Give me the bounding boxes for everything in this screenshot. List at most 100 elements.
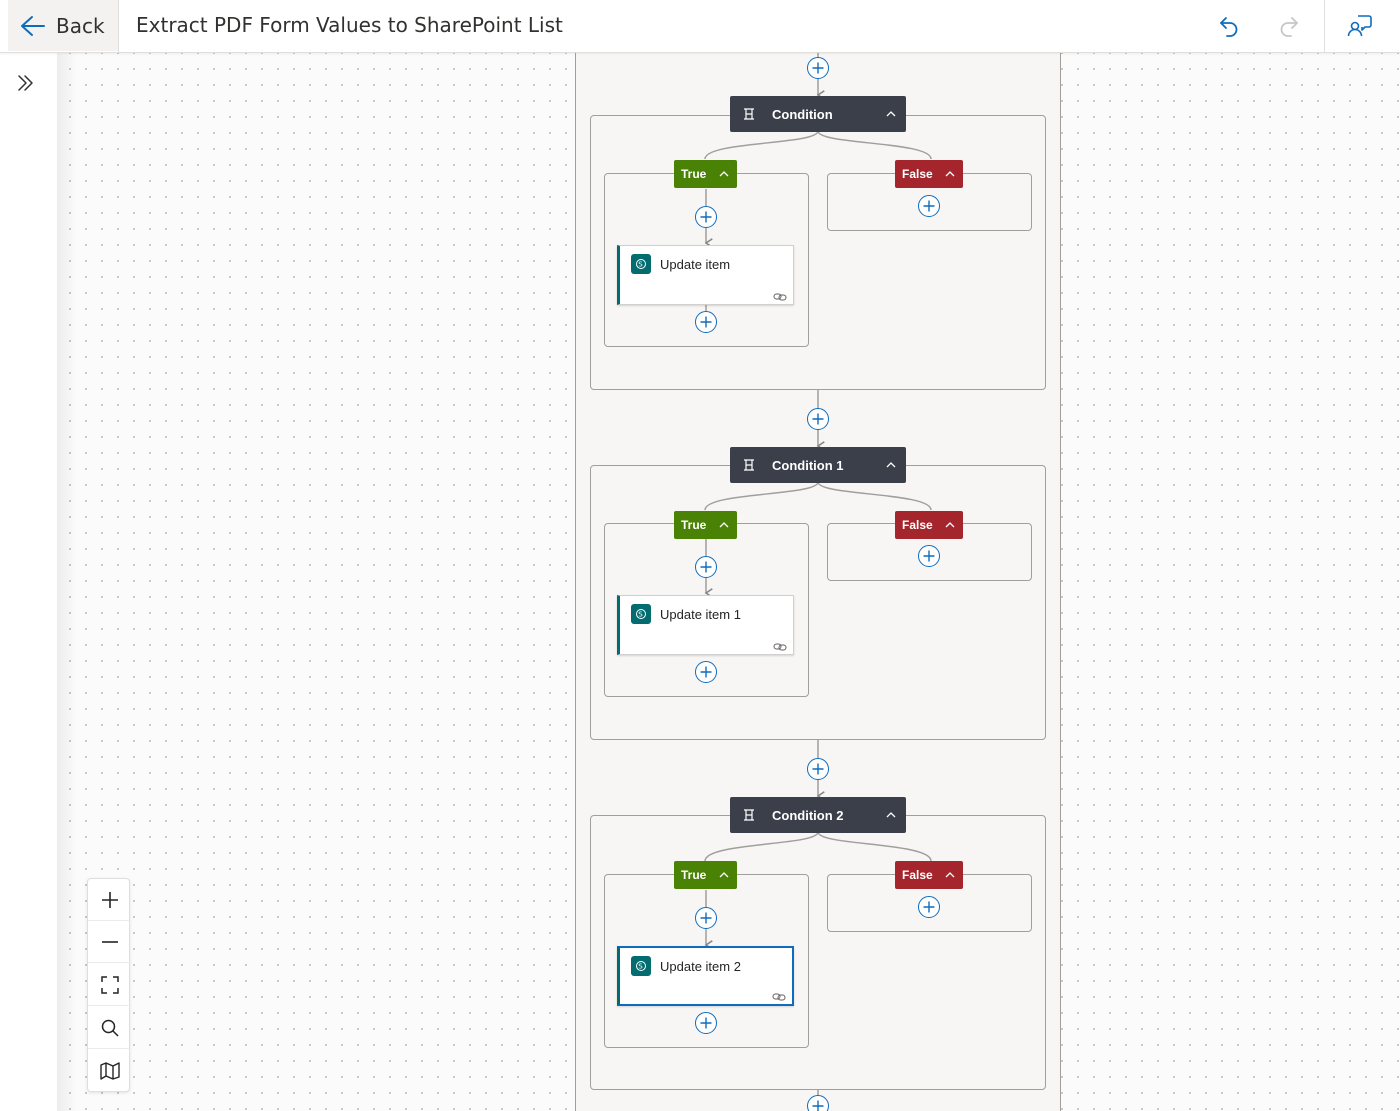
chevron-up-icon[interactable]: [884, 107, 898, 121]
search-icon: [100, 1018, 120, 1038]
zoom-out-icon: [100, 932, 120, 952]
condition-header[interactable]: Condition: [730, 96, 906, 132]
add-action-button[interactable]: [695, 206, 717, 228]
plus-icon: [700, 561, 712, 573]
back-label: Back: [56, 13, 105, 38]
true-label: True: [681, 518, 707, 532]
search-button[interactable]: [88, 1007, 131, 1049]
copilot-button[interactable]: [1342, 8, 1378, 44]
link-icon: [773, 639, 787, 651]
copilot-chat-icon: [1347, 13, 1373, 39]
page-title: Extract PDF Form Values to SharePoint Li…: [136, 13, 563, 37]
action-title: Update item: [660, 257, 731, 272]
header-divider-right: [1324, 0, 1325, 53]
arrow-left-icon: [20, 15, 46, 37]
flow-canvas[interactable]: Condition True False S Update item: [57, 53, 1400, 1111]
plus-icon: [812, 1100, 824, 1111]
condition-icon: [742, 107, 756, 121]
add-action-button[interactable]: [695, 556, 717, 578]
header-divider: [118, 0, 119, 53]
chevron-up-icon: [718, 869, 730, 881]
sharepoint-icon: S: [631, 956, 651, 976]
plus-icon: [700, 912, 712, 924]
link-icon: [773, 289, 787, 301]
plus-icon: [700, 1017, 712, 1029]
condition-header[interactable]: Condition 1: [730, 447, 906, 483]
fit-to-screen-button[interactable]: [88, 964, 131, 1006]
add-action-button[interactable]: [807, 758, 829, 780]
false-branch-label[interactable]: False: [895, 160, 963, 188]
add-action-button[interactable]: [695, 1012, 717, 1034]
fit-to-screen-icon: [100, 975, 120, 995]
left-rail: [0, 53, 57, 1111]
sharepoint-icon: S: [631, 604, 651, 624]
chevron-up-icon: [944, 168, 956, 180]
plus-icon: [812, 763, 824, 775]
update-item-card[interactable]: S Update item 2: [617, 946, 794, 1006]
update-item-card[interactable]: S Update item 1: [617, 595, 794, 655]
add-action-button[interactable]: [807, 57, 829, 79]
chevron-up-icon: [944, 519, 956, 531]
condition-title: Condition 1: [772, 457, 844, 473]
add-action-button[interactable]: [695, 661, 717, 683]
add-action-button[interactable]: [807, 408, 829, 430]
false-branch-label[interactable]: False: [895, 511, 963, 539]
plus-icon: [812, 62, 824, 74]
zoom-in-button[interactable]: [88, 879, 131, 921]
false-label: False: [902, 518, 933, 532]
condition-header[interactable]: Condition 2: [730, 797, 906, 833]
zoom-in-icon: [100, 890, 120, 910]
true-branch-label[interactable]: True: [674, 160, 737, 188]
false-label: False: [902, 167, 933, 181]
add-action-button[interactable]: [918, 195, 940, 217]
zoom-out-button[interactable]: [88, 921, 131, 963]
svg-text:S: S: [638, 963, 643, 971]
zoom-controls: [87, 878, 131, 1092]
plus-icon: [700, 211, 712, 223]
condition-title: Condition: [772, 106, 833, 122]
svg-text:S: S: [638, 261, 643, 269]
true-branch-label[interactable]: True: [674, 511, 737, 539]
top-bar: Back Extract PDF Form Values to SharePoi…: [0, 0, 1400, 53]
redo-button[interactable]: [1271, 8, 1307, 44]
expand-panel-button[interactable]: [10, 67, 42, 99]
plus-icon: [923, 550, 935, 562]
undo-button[interactable]: [1211, 8, 1247, 44]
true-branch-label[interactable]: True: [674, 861, 737, 889]
chevron-up-icon: [718, 168, 730, 180]
plus-icon: [700, 666, 712, 678]
plus-icon: [923, 200, 935, 212]
double-chevron-right-icon: [16, 73, 36, 93]
add-action-button[interactable]: [695, 311, 717, 333]
minimap-icon: [99, 1061, 121, 1081]
true-label: True: [681, 167, 707, 181]
svg-text:S: S: [638, 611, 643, 619]
action-title: Update item 2: [660, 959, 741, 974]
false-label: False: [902, 868, 933, 882]
link-icon: [772, 989, 786, 1001]
plus-icon: [812, 413, 824, 425]
condition-icon: [742, 808, 756, 822]
add-action-button[interactable]: [918, 545, 940, 567]
add-action-button[interactable]: [918, 896, 940, 918]
update-item-card[interactable]: S Update item: [617, 245, 794, 305]
plus-icon: [923, 901, 935, 913]
add-action-button[interactable]: [695, 907, 717, 929]
chevron-up-icon[interactable]: [884, 808, 898, 822]
back-button[interactable]: Back: [8, 0, 118, 51]
chevron-up-icon[interactable]: [884, 458, 898, 472]
false-branch-label[interactable]: False: [895, 861, 963, 889]
condition-icon: [742, 458, 756, 472]
redo-icon: [1277, 14, 1301, 38]
minimap-button[interactable]: [88, 1050, 131, 1092]
action-title: Update item 1: [660, 607, 741, 622]
condition-title: Condition 2: [772, 807, 844, 823]
add-action-button[interactable]: [807, 1095, 829, 1111]
chevron-up-icon: [718, 519, 730, 531]
true-label: True: [681, 868, 707, 882]
plus-icon: [700, 316, 712, 328]
sharepoint-icon: S: [631, 254, 651, 274]
chevron-up-icon: [944, 869, 956, 881]
undo-icon: [1217, 14, 1241, 38]
